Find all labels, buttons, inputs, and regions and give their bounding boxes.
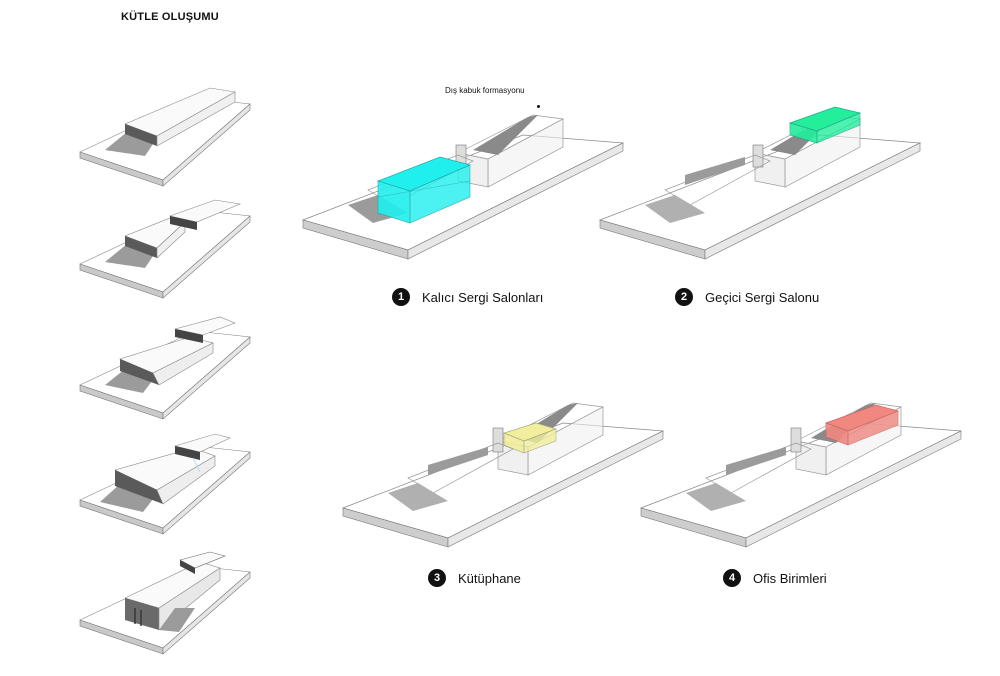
diagram-3-kutuphane	[341, 402, 665, 548]
mass-step-3-diagram	[79, 316, 251, 420]
number-badge-3: 3	[428, 569, 446, 587]
caption-label-kutuphane: Kütüphane	[458, 570, 521, 586]
mass-step-5-diagram	[79, 551, 251, 655]
number-badge-4: 4	[723, 569, 741, 587]
caption-1: 1 Kalıcı Sergi Salonları	[392, 288, 543, 306]
caption-label-gecici-sergi: Geçici Sergi Salonu	[705, 289, 820, 305]
caption-4: 4 Ofis Birimleri	[723, 569, 827, 587]
outer-shell-annotation: Dış kabuk formasyonu	[445, 86, 525, 95]
caption-2: 2 Geçici Sergi Salonu	[675, 288, 819, 306]
diagram-4-ofis-birimleri	[639, 402, 963, 548]
caption-3: 3 Kütüphane	[428, 569, 521, 587]
page-title: KÜTLE OLUŞUMU	[121, 11, 219, 23]
number-badge-1: 1	[392, 288, 410, 306]
mass-step-1-diagram	[79, 87, 251, 187]
annotation-pointer	[537, 105, 540, 108]
diagram-2-gecici-sergi	[598, 106, 922, 260]
number-badge-2: 2	[675, 288, 693, 306]
mass-step-4-diagram	[79, 433, 251, 535]
diagram-1-kalici-sergi	[301, 114, 625, 260]
caption-label-kalici-sergi: Kalıcı Sergi Salonları	[422, 289, 544, 305]
mass-step-2-diagram	[79, 199, 251, 299]
caption-label-ofis-birimleri: Ofis Birimleri	[753, 570, 827, 586]
